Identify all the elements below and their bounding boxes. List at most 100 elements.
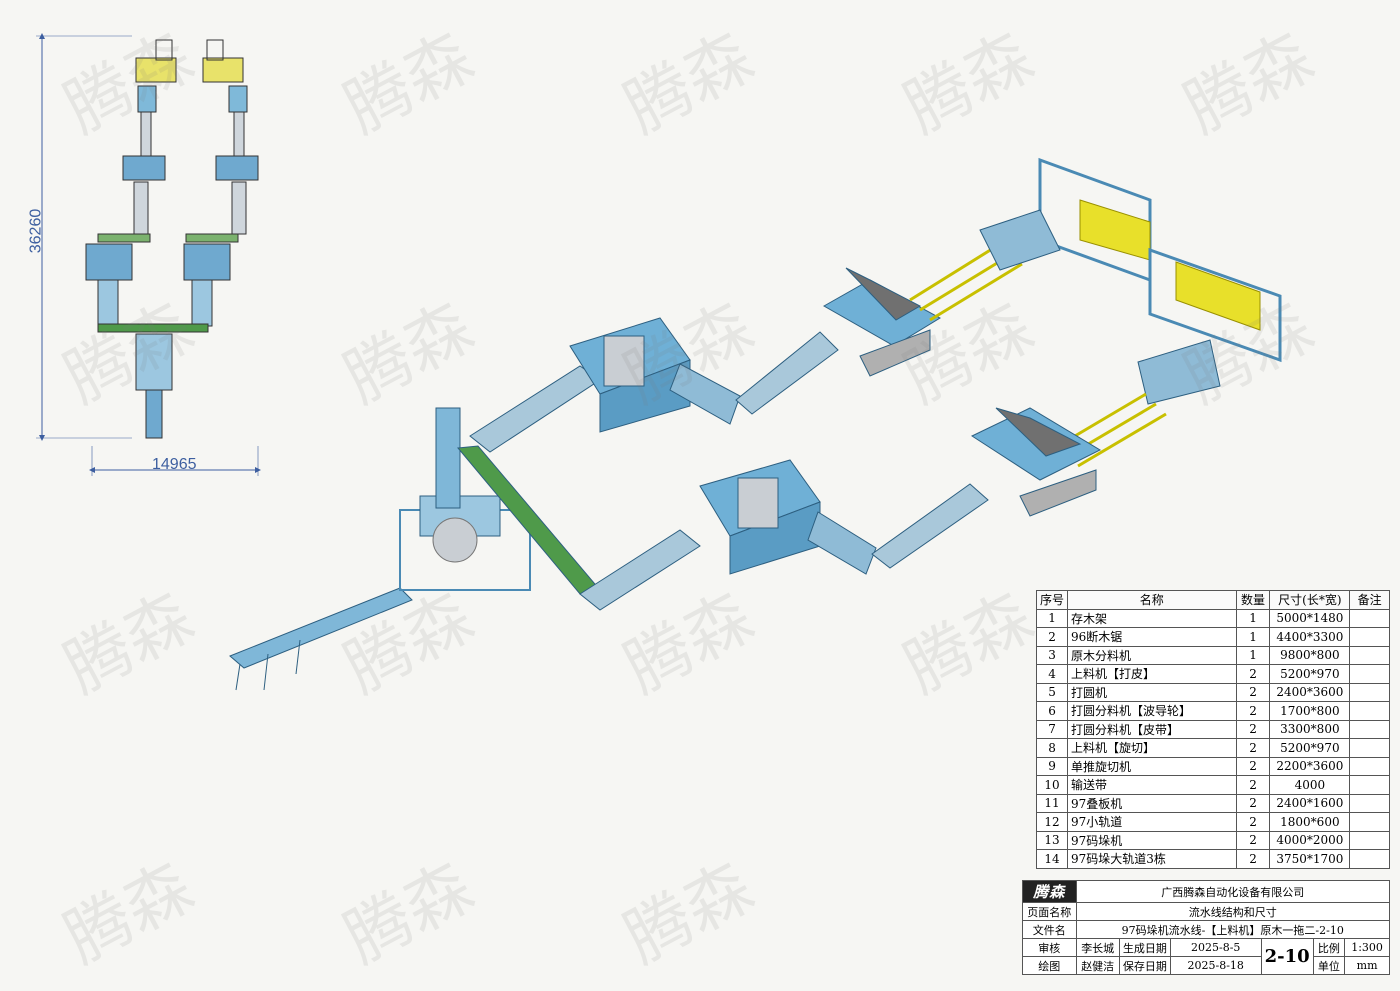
rounding-machine-lower — [699, 459, 821, 575]
header-qty: 数量 — [1235, 590, 1271, 610]
cell-name: 打圆分料机【波导轮】 — [1067, 701, 1237, 721]
cell-size: 1800*600 — [1269, 812, 1351, 832]
cell-note — [1349, 701, 1390, 721]
cell-qty: 2 — [1235, 738, 1271, 758]
cell-no: 7 — [1035, 719, 1069, 739]
cell-note — [1349, 775, 1390, 795]
cell-qty: 2 — [1235, 682, 1271, 702]
cell-qty: 2 — [1235, 849, 1271, 869]
cell-note — [1349, 627, 1390, 647]
cell-note — [1349, 830, 1390, 850]
cell-name: 97叠板机 — [1067, 793, 1237, 813]
scale-value: 1:300 — [1344, 938, 1390, 957]
stacker-upper — [979, 157, 1152, 283]
cell-name: 输送带 — [1067, 775, 1237, 795]
title-block: 腾森 广西腾森自动化设备有限公司 页面名称 流水线结构和尺寸 文件名 97码垛机… — [1022, 880, 1391, 975]
stacker-right — [1137, 247, 1282, 405]
cell-name: 打圆分料机【皮带】 — [1067, 719, 1237, 739]
cell-name: 97码垛机 — [1067, 830, 1237, 850]
cell-no: 13 — [1035, 830, 1069, 850]
cell-name: 96断木锯 — [1067, 627, 1237, 647]
cell-size: 5000*1480 — [1269, 608, 1351, 628]
cell-note — [1349, 738, 1390, 758]
cell-no: 5 — [1035, 682, 1069, 702]
cell-note — [1349, 645, 1390, 665]
width-dimension-label: 14965 — [152, 456, 197, 473]
unit-value: mm — [1344, 956, 1390, 975]
cell-note — [1349, 608, 1390, 628]
file-name-label: 文件名 — [1022, 920, 1077, 939]
cell-qty: 2 — [1235, 775, 1271, 795]
cell-size: 4000 — [1269, 775, 1351, 795]
cell-qty: 1 — [1235, 645, 1271, 665]
cell-no: 12 — [1035, 812, 1069, 832]
cell-note — [1349, 793, 1390, 813]
cell-size: 3300*800 — [1269, 719, 1351, 739]
draw-label: 绘图 — [1022, 956, 1077, 975]
cell-note — [1349, 756, 1390, 776]
cell-size: 5200*970 — [1269, 738, 1351, 758]
cell-name: 打圆机 — [1067, 682, 1237, 702]
cell-size: 9800*800 — [1269, 645, 1351, 665]
company-logo: 腾森 — [1022, 880, 1077, 903]
cell-qty: 2 — [1235, 719, 1271, 739]
cell-qty: 2 — [1235, 830, 1271, 850]
scale-label: 比例 — [1312, 938, 1346, 957]
cell-qty: 2 — [1235, 793, 1271, 813]
cell-no: 1 — [1035, 608, 1069, 628]
cell-size: 3750*1700 — [1269, 849, 1351, 869]
cell-note — [1349, 849, 1390, 869]
created-label: 生成日期 — [1118, 938, 1171, 957]
cell-size: 1700*800 — [1269, 701, 1351, 721]
cell-no: 2 — [1035, 627, 1069, 647]
parts-table-header: 序号 名称 数量 尺寸(长*宽) 备注 — [1035, 590, 1390, 610]
cell-qty: 2 — [1235, 701, 1271, 721]
cell-qty: 1 — [1235, 608, 1271, 628]
cell-no: 3 — [1035, 645, 1069, 665]
cell-qty: 2 — [1235, 756, 1271, 776]
cell-size: 5200*970 — [1269, 664, 1351, 684]
saved-label: 保存日期 — [1118, 956, 1171, 975]
iso-production-line — [229, 157, 1282, 691]
rounding-machine-upper — [569, 317, 691, 433]
cell-note — [1349, 664, 1390, 684]
cell-name: 97小轨道 — [1067, 812, 1237, 832]
drafter: 赵健洁 — [1075, 956, 1120, 975]
cell-no: 8 — [1035, 738, 1069, 758]
peeling-lathe-lower — [970, 407, 1102, 517]
cell-no: 4 — [1035, 664, 1069, 684]
cell-qty: 2 — [1235, 664, 1271, 684]
cell-no: 6 — [1035, 701, 1069, 721]
cell-note — [1349, 682, 1390, 702]
log-rack — [229, 587, 413, 691]
log-saw-frame — [399, 495, 531, 591]
cell-size: 2200*3600 — [1269, 756, 1351, 776]
reviewer: 李长城 — [1075, 938, 1120, 957]
height-dimension-label: 36260 — [27, 208, 45, 254]
header-no: 序号 — [1035, 590, 1069, 610]
cell-no: 10 — [1035, 775, 1069, 795]
cell-name: 存木架 — [1067, 608, 1237, 628]
cell-size: 2400*1600 — [1269, 793, 1351, 813]
cell-size: 4000*2000 — [1269, 830, 1351, 850]
cell-no: 9 — [1035, 756, 1069, 776]
cell-size: 2400*3600 — [1269, 682, 1351, 702]
overview-plan — [36, 33, 261, 476]
cell-note — [1349, 812, 1390, 832]
review-label: 审核 — [1022, 938, 1077, 957]
